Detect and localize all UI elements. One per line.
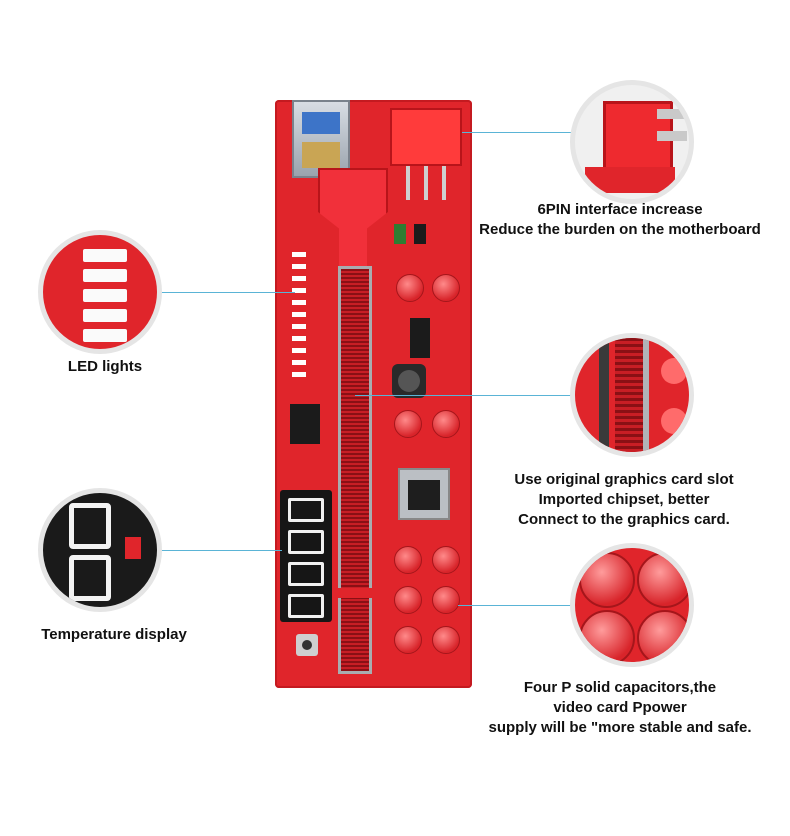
sixpin-caption: 6PIN interface increase Reduce the burde… xyxy=(479,201,761,238)
reset-button xyxy=(296,634,318,656)
chip xyxy=(410,318,430,358)
capacitor xyxy=(432,410,460,438)
caps-caption: Four P solid capacitors,the video card P… xyxy=(488,679,752,736)
zoom-slot xyxy=(570,333,694,457)
mosfet xyxy=(398,468,450,520)
capacitor xyxy=(394,410,422,438)
capacitor xyxy=(394,546,422,574)
caps-line xyxy=(458,605,574,606)
led-strip xyxy=(292,252,306,382)
capacitor xyxy=(394,626,422,654)
slot-line xyxy=(355,395,574,396)
led-caption: LED lights xyxy=(67,358,143,375)
capacitor xyxy=(432,274,460,302)
chip xyxy=(394,224,406,244)
capacitor xyxy=(396,274,424,302)
usb-port xyxy=(292,100,350,178)
zoom-sixpin xyxy=(570,80,694,204)
temp-caption: Temperature display xyxy=(41,626,187,643)
zoom-temperature-display xyxy=(38,488,162,612)
capacitor xyxy=(432,546,460,574)
led-line xyxy=(160,292,295,293)
six-pin-connector xyxy=(390,108,462,200)
zoom-capacitors xyxy=(570,543,694,667)
slot-key xyxy=(335,588,375,598)
capacitor xyxy=(432,626,460,654)
chip xyxy=(290,404,320,444)
sixpin-line xyxy=(462,132,574,133)
temperature-display xyxy=(280,490,332,622)
inductor xyxy=(392,364,426,398)
chip xyxy=(414,224,426,244)
pcie-slot xyxy=(338,266,372,674)
temp-line xyxy=(160,550,282,551)
zoom-led-lights xyxy=(38,230,162,354)
capacitor xyxy=(394,586,422,614)
slot-caption: Use original graphics card slot Imported… xyxy=(514,471,734,528)
capacitor xyxy=(432,586,460,614)
